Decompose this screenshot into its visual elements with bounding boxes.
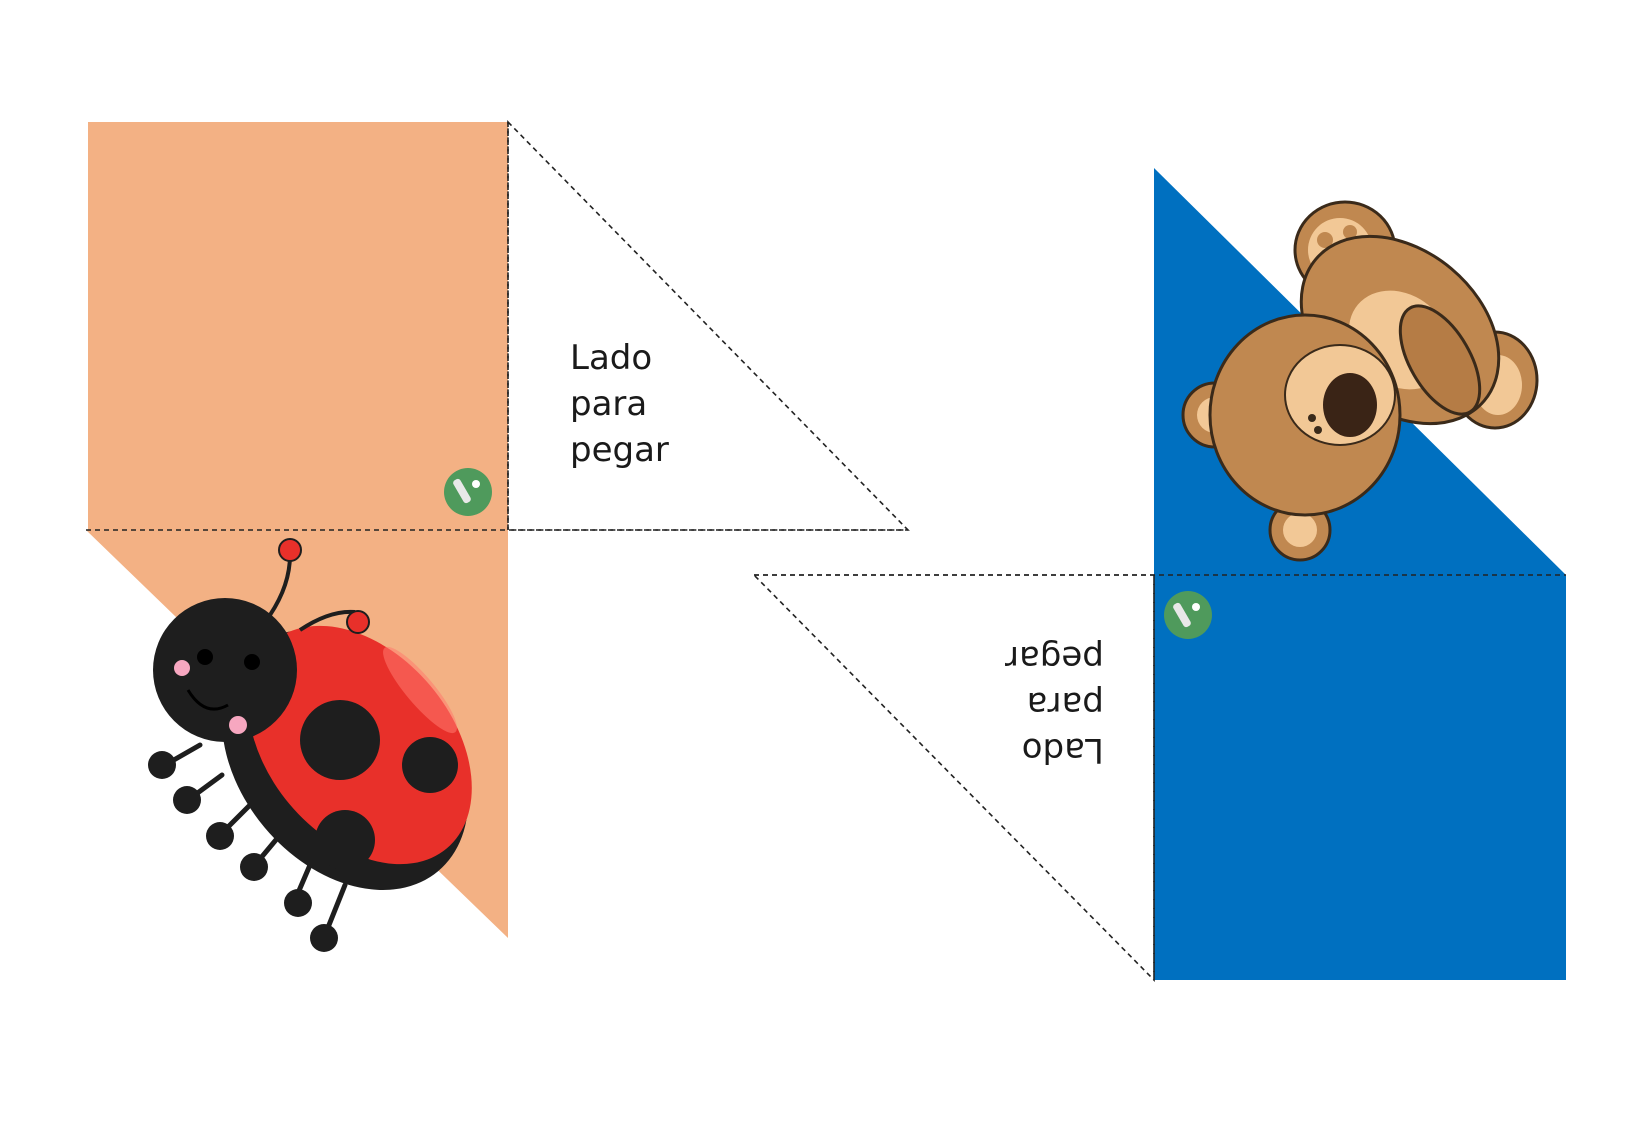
right-glue-tab-label: Lado para pegar [1005, 635, 1104, 773]
glue-label-line-1: Lado [570, 338, 653, 378]
glue-label-line-2: para [570, 384, 648, 424]
right-bookmark-piece [752, 168, 1566, 982]
left-glue-tab-label: Lado para pegar [570, 335, 669, 473]
right-logo-badge-icon [1164, 591, 1212, 639]
teddy-bear-icon [1181, 200, 1539, 562]
right-blue-square [1154, 575, 1566, 980]
ladybug-icon [148, 538, 472, 952]
left-peach-square [88, 122, 508, 530]
glue-label-line-2: para [1026, 684, 1104, 724]
glue-label-line-3: pegar [1005, 638, 1104, 678]
glue-label-line-3: pegar [570, 430, 669, 470]
glue-label-line-1: Lado [1021, 730, 1104, 770]
left-logo-badge-icon [444, 468, 492, 516]
left-bookmark-piece [86, 120, 910, 952]
left-glue-tab-outline [507, 120, 910, 531]
